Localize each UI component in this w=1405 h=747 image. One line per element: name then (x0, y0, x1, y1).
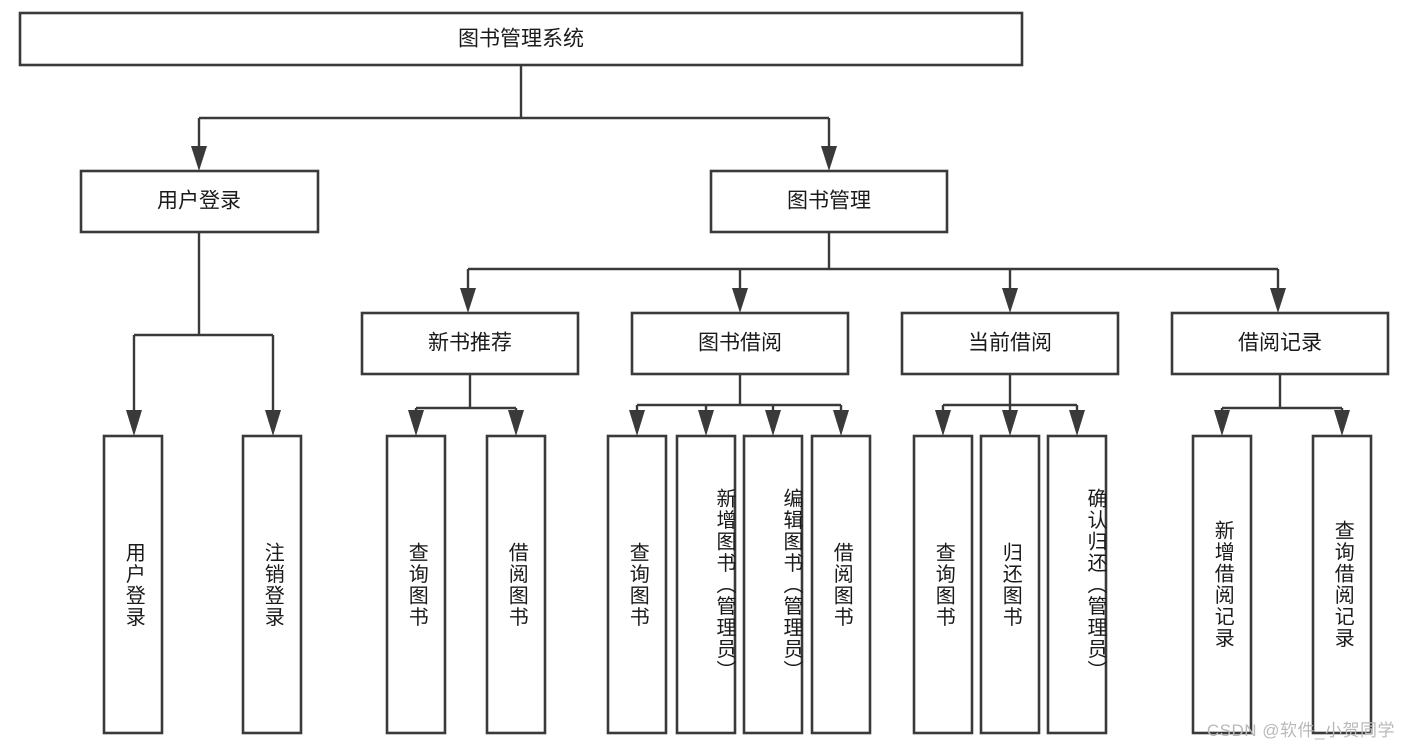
arrowhead-leaf-user-login (126, 410, 142, 436)
arrowhead-leaf-borrow-book-1 (508, 410, 524, 436)
arrowhead-book-manage (821, 146, 837, 171)
arrowhead-new-book-rec (460, 288, 476, 313)
node-book-manage[interactable]: 图书管理 (709, 169, 949, 234)
connector-book-borrow-to-leaves (629, 374, 849, 436)
node-borrow-record-label: 借阅记录 (1238, 332, 1322, 355)
leaf-query-book-2-box[interactable] (606, 434, 668, 735)
leaf-boxes (102, 434, 1373, 735)
arrowhead-book-borrow (732, 288, 748, 313)
node-user-login-label: 用户登录 (157, 190, 241, 213)
connector-user-login-to-leaves (126, 232, 281, 436)
leaf-confirm-return-box[interactable] (1046, 434, 1108, 735)
leaf-return-book-box[interactable] (979, 434, 1041, 735)
arrowhead-leaf-query-book-3 (935, 410, 951, 436)
node-new-book-rec[interactable]: 新书推荐 (360, 311, 580, 376)
connector-new-book-rec-to-leaves (408, 374, 524, 436)
node-borrow-record-box[interactable] (1170, 311, 1390, 376)
node-user-login-box[interactable] (79, 169, 320, 234)
connector-borrow-record-to-leaves (1214, 374, 1350, 436)
arrowhead-current-borrow (1002, 288, 1018, 313)
leaf-query-book-1-box[interactable] (385, 434, 447, 735)
node-user-login[interactable]: 用户登录 (79, 169, 320, 234)
connector-current-borrow-to-leaves (935, 374, 1085, 436)
arrowhead-borrow-record (1270, 288, 1286, 313)
arrowhead-leaf-add-record (1214, 410, 1230, 436)
node-new-book-rec-label: 新书推荐 (428, 332, 512, 355)
arrowhead-user-login (191, 146, 207, 171)
leaf-logout-box[interactable] (241, 434, 303, 735)
node-book-borrow[interactable]: 图书借阅 (630, 311, 850, 376)
node-current-borrow-box[interactable] (900, 311, 1120, 376)
node-root-box[interactable] (18, 11, 1024, 67)
leaf-borrow-book-1-box[interactable] (485, 434, 547, 735)
leaf-edit-book-box[interactable] (742, 434, 804, 735)
arrowhead-leaf-confirm-return (1069, 410, 1085, 436)
node-current-borrow[interactable]: 当前借阅 (900, 311, 1120, 376)
arrowhead-leaf-add-book (698, 410, 714, 436)
arrowhead-leaf-borrow-book-2 (833, 410, 849, 436)
node-borrow-record[interactable]: 借阅记录 (1170, 311, 1390, 376)
leaf-add-book-box[interactable] (675, 434, 737, 735)
node-current-borrow-label: 当前借阅 (968, 332, 1052, 355)
arrowhead-leaf-logout (265, 410, 281, 436)
csdn-watermark: CSDN @软件_小贺同学 (1206, 721, 1395, 740)
leaf-borrow-book-2-box[interactable] (810, 434, 872, 735)
leaf-user-login-box[interactable] (102, 434, 164, 735)
arrowhead-leaf-query-book-2 (629, 410, 645, 436)
node-book-borrow-box[interactable] (630, 311, 850, 376)
leaf-query-book-3-box[interactable] (912, 434, 974, 735)
arrowhead-leaf-return-book (1002, 410, 1018, 436)
node-new-book-rec-box[interactable] (360, 311, 580, 376)
node-book-manage-label: 图书管理 (787, 190, 871, 213)
arrowhead-leaf-edit-book (765, 410, 781, 436)
leaf-add-record-box[interactable] (1191, 434, 1253, 735)
arrowhead-leaf-query-record (1334, 410, 1350, 436)
node-root[interactable]: 图书管理系统 (18, 11, 1024, 67)
node-book-borrow-label: 图书借阅 (698, 332, 782, 355)
connector-book-manage-to-level3 (460, 232, 1286, 313)
node-root-label: 图书管理系统 (458, 28, 584, 51)
connector-root-to-level2 (191, 65, 837, 171)
arrowhead-leaf-query-book-1 (408, 410, 424, 436)
leaf-query-record-box[interactable] (1311, 434, 1373, 735)
node-book-manage-box[interactable] (709, 169, 949, 234)
